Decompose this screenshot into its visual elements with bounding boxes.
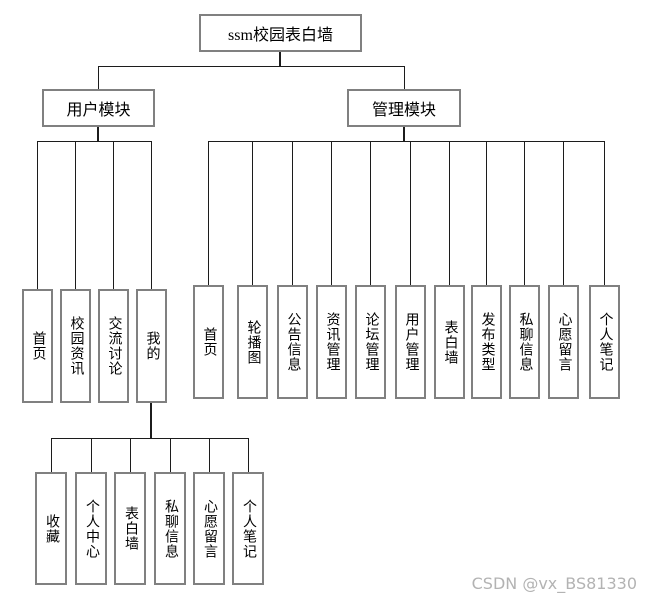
admin-child-news-management: 资讯管理 — [316, 285, 347, 399]
admin-child-home-label: 首页 — [201, 327, 217, 357]
watermark: CSDN @vx_BS81330 — [471, 574, 637, 593]
user-child-mine: 我的 — [136, 289, 167, 403]
admin-child-confession-wall: 表白墙 — [434, 285, 465, 399]
connector-user-drop — [113, 141, 114, 289]
connector-admin-drop — [331, 141, 332, 285]
connector-mine-drop — [130, 438, 131, 472]
my-child-confession-wall-label: 表白墙 — [123, 506, 138, 551]
my-child-personal-notes: 个人笔记 — [232, 472, 264, 585]
admin-child-wish-message-label: 心愿留言 — [556, 312, 572, 372]
connector-mine-horizontal — [51, 438, 248, 439]
admin-child-personal-notes-label: 个人笔记 — [597, 312, 613, 372]
admin-child-private-chat-label: 私聊信息 — [517, 312, 533, 372]
connector-admin-drop — [252, 141, 253, 285]
connector-to-user-module — [98, 66, 99, 89]
connector-user-drop — [37, 141, 38, 289]
connector-user-drop — [75, 141, 76, 289]
connector-user-drop — [151, 141, 152, 289]
my-child-wish-message: 心愿留言 — [193, 472, 225, 585]
admin-child-home: 首页 — [193, 285, 224, 399]
node-user-module: 用户模块 — [42, 89, 155, 127]
my-child-personal-notes-label: 个人笔记 — [241, 498, 256, 559]
admin-child-announcement-label: 公告信息 — [285, 312, 301, 372]
admin-child-user-management-label: 用户管理 — [403, 312, 419, 372]
connector-to-admin-module — [404, 66, 405, 89]
admin-child-personal-notes: 个人笔记 — [589, 285, 620, 399]
connector-root-horizontal — [98, 66, 404, 67]
admin-child-user-management: 用户管理 — [395, 285, 426, 399]
user-child-home-label: 首页 — [30, 331, 46, 361]
connector-mine-drop — [91, 438, 92, 472]
user-child-home: 首页 — [22, 289, 53, 403]
my-child-favorites: 收藏 — [35, 472, 67, 585]
connector-mine-drop — [51, 438, 52, 472]
connector-admin-drop — [292, 141, 293, 285]
admin-child-news-management-label: 资讯管理 — [324, 312, 340, 372]
admin-child-carousel: 轮播图 — [237, 285, 268, 399]
admin-child-forum-management: 论坛管理 — [355, 285, 386, 399]
connector-admin-drop — [410, 141, 411, 285]
node-admin-module: 管理模块 — [347, 89, 461, 127]
admin-child-confession-wall-label: 表白墙 — [442, 319, 458, 365]
admin-child-wish-message: 心愿留言 — [548, 285, 579, 399]
connector-admin-drop — [486, 141, 487, 285]
connector-mine-drop — [248, 438, 249, 472]
admin-child-publish-type-label: 发布类型 — [479, 312, 495, 372]
my-child-confession-wall: 表白墙 — [114, 472, 146, 585]
my-child-wish-message-label: 心愿留言 — [202, 498, 217, 559]
connector-admin-drop — [604, 141, 605, 285]
connector-mine-stub — [150, 403, 152, 438]
user-child-discussion-label: 交流讨论 — [106, 316, 122, 376]
my-child-favorites-label: 收藏 — [44, 513, 59, 544]
admin-child-publish-type: 发布类型 — [471, 285, 502, 399]
admin-child-announcement: 公告信息 — [277, 285, 308, 399]
connector-admin-drop — [449, 141, 450, 285]
my-child-private-chat: 私聊信息 — [154, 472, 186, 585]
user-child-campus-news: 校园资讯 — [60, 289, 91, 403]
user-child-discussion: 交流讨论 — [98, 289, 129, 403]
user-child-campus-news-label: 校园资讯 — [68, 316, 84, 376]
my-child-personal-center-label: 个人中心 — [84, 498, 99, 559]
connector-root-stub — [279, 52, 281, 66]
admin-child-private-chat: 私聊信息 — [509, 285, 540, 399]
connector-admin-drop — [524, 141, 525, 285]
my-child-personal-center: 个人中心 — [75, 472, 107, 585]
connector-mine-drop — [209, 438, 210, 472]
connector-admin-drop — [370, 141, 371, 285]
connector-user-horizontal — [37, 141, 152, 142]
node-root-title: ssm校园表白墙 — [199, 14, 362, 52]
connector-admin-drop — [208, 141, 209, 285]
connector-user-stub — [97, 127, 99, 141]
my-child-private-chat-label: 私聊信息 — [163, 498, 178, 559]
admin-child-forum-management-label: 论坛管理 — [363, 312, 379, 372]
admin-child-carousel-label: 轮播图 — [245, 319, 261, 365]
connector-admin-stub — [403, 127, 405, 141]
user-child-mine-label: 我的 — [144, 331, 160, 361]
connector-admin-horizontal — [208, 141, 605, 142]
connector-admin-drop — [563, 141, 564, 285]
connector-mine-drop — [170, 438, 171, 472]
